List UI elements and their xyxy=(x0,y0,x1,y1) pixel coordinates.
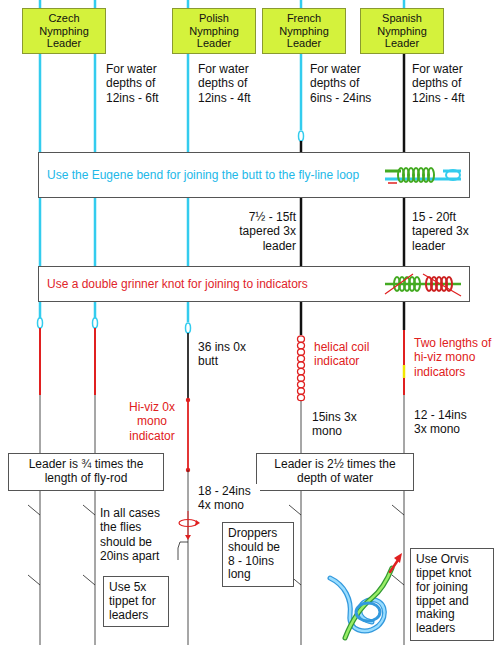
leader-label: For water depths of 6ins - 24ins xyxy=(310,62,374,105)
leader-label: For water depths of 12ins - 6ft xyxy=(106,62,184,105)
note-box: Droppers should be 8 - 10ins long xyxy=(222,522,294,587)
box-text: Leader is ¾ times the length of fly-rod xyxy=(14,458,158,486)
note-label: In all cases the flies should be 20ins a… xyxy=(100,506,172,564)
box-text: Use 5x tippet for leaders xyxy=(109,581,163,622)
note-box: Use 5x tippet for leaders xyxy=(103,576,169,627)
leader-label: Two lengths of hi-viz mono indicators xyxy=(414,336,494,379)
note-box: Leader is ¾ times the length of fly-rod xyxy=(8,453,164,491)
knot-band: Use a double grinner knot for joining to… xyxy=(38,266,470,302)
leader-label: helical coil indicator xyxy=(314,340,386,369)
box-text: Use a double grinner knot for joining to… xyxy=(47,277,373,291)
leader-title-box: Czech Nymphing Leader xyxy=(22,8,106,54)
leader-title-box: Polish Nymphing Leader xyxy=(172,8,256,54)
leader-title-box: French Nymphing Leader xyxy=(262,8,346,54)
box-text: Spanish Nymphing Leader xyxy=(364,12,440,50)
leader-label: Hi-viz 0x mono indicator xyxy=(124,400,180,443)
leader-label: 18 - 24ins 4x mono xyxy=(198,484,260,513)
leader-label: 7½ - 15ft tapered 3x leader xyxy=(232,210,296,253)
leader-label: 15 - 20ft tapered 3x leader xyxy=(412,210,482,253)
note-box: Use Orvis tippet knot for joining tippet… xyxy=(410,548,494,641)
note-box: Leader is 2½ times the depth of water xyxy=(256,453,414,491)
leader-label: For water depths of 12ins - 4ft xyxy=(198,62,262,105)
leader-label: For water depths of 12ins - 4ft xyxy=(412,62,488,105)
leader-label: 12 - 14ins 3x mono xyxy=(414,408,480,437)
leader-label: 36 ins 0x butt xyxy=(198,340,256,369)
box-text: French Nymphing Leader xyxy=(266,12,342,50)
knot-illustration xyxy=(383,266,463,302)
knot-illustration xyxy=(383,157,463,193)
box-text: Use Orvis tippet knot for joining tippet… xyxy=(416,553,488,636)
box-text: Leader is 2½ times the depth of water xyxy=(262,458,408,486)
box-text: Use the Eugene bend for joining the butt… xyxy=(47,168,373,182)
leader-label: 15ins 3x mono xyxy=(312,410,374,439)
box-text: Polish Nymphing Leader xyxy=(176,12,252,50)
knot-band: Use the Eugene bend for joining the butt… xyxy=(38,152,470,198)
box-text: Droppers should be 8 - 10ins long xyxy=(228,527,288,582)
box-text: Czech Nymphing Leader xyxy=(26,12,102,50)
leader-title-box: Spanish Nymphing Leader xyxy=(360,8,444,54)
